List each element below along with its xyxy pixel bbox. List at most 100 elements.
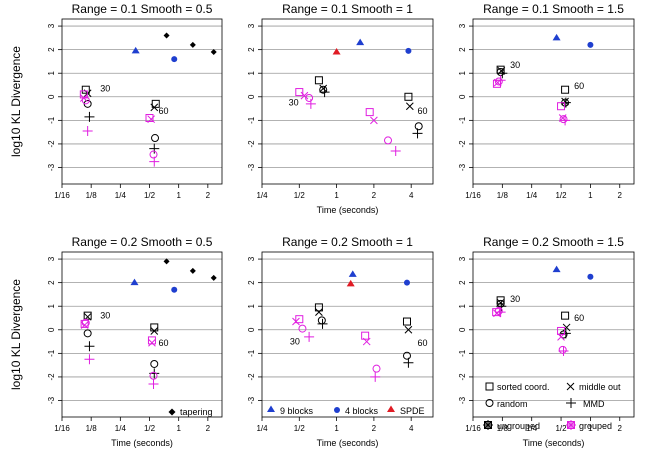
y-tick-label: 2 bbox=[47, 280, 56, 285]
legend-spde: SPDE bbox=[387, 405, 425, 416]
annotation-label: 30 bbox=[100, 84, 110, 94]
point-mmd-ungrouped bbox=[317, 318, 328, 329]
point-mmd-grouped bbox=[495, 307, 506, 318]
point-middle-ungrouped bbox=[315, 308, 323, 316]
point-four bbox=[171, 56, 178, 63]
point-mmd-grouped bbox=[84, 354, 95, 365]
point-spde bbox=[346, 279, 355, 287]
point-nine bbox=[356, 38, 365, 46]
y-tick-label: -1 bbox=[247, 349, 256, 357]
y-tick-label: -3 bbox=[47, 396, 56, 404]
point-sorted-grouped bbox=[557, 102, 566, 111]
point-sorted-grouped bbox=[295, 315, 304, 324]
point-mmd-grouped bbox=[558, 346, 569, 356]
panel-title: Range = 0.2 Smooth = 0.5 bbox=[72, 235, 213, 249]
annotation-label: 30 bbox=[289, 98, 299, 108]
y-tick-label: -3 bbox=[458, 163, 467, 171]
x-tick-label: 2 bbox=[206, 424, 211, 433]
point-random-grouped bbox=[149, 150, 158, 159]
x-tick-label: 1/8 bbox=[497, 424, 509, 433]
point-tapering bbox=[163, 32, 170, 39]
legend-ungrouped: ungrouped bbox=[483, 420, 540, 431]
annotation-label: 60 bbox=[574, 81, 584, 91]
plot-frame bbox=[261, 18, 434, 185]
point-random-grouped bbox=[305, 93, 314, 102]
y-tick-label: -1 bbox=[247, 116, 256, 124]
point-four bbox=[405, 47, 412, 54]
x-tick-label: 1/16 bbox=[465, 191, 481, 200]
point-mmd-ungrouped bbox=[497, 68, 508, 79]
point-sorted-grouped bbox=[147, 336, 156, 345]
point-tapering bbox=[210, 49, 217, 55]
legend-nine-blocks-marker bbox=[267, 405, 275, 412]
panel-title: Range = 0.2 Smooth = 1 bbox=[282, 235, 413, 249]
annotation-label: 30 bbox=[100, 311, 110, 321]
point-middle-grouped bbox=[370, 116, 378, 125]
point-random-grouped bbox=[558, 345, 567, 354]
point-sorted-grouped bbox=[295, 88, 304, 97]
y-tick-label: -3 bbox=[458, 396, 467, 404]
y-tick-label: -2 bbox=[458, 140, 467, 148]
point-four bbox=[587, 41, 594, 48]
legend-sorted: sorted coord. bbox=[485, 382, 550, 392]
point-random-ungrouped bbox=[402, 351, 411, 360]
point-middle-ungrouped bbox=[405, 102, 414, 111]
plot-frame bbox=[61, 251, 223, 418]
point-mmd-ungrouped bbox=[319, 87, 330, 98]
point-random-grouped bbox=[494, 306, 503, 315]
point-mmd-grouped bbox=[148, 379, 159, 389]
point-mmd-grouped bbox=[495, 75, 506, 86]
x-tick-label: 1/2 bbox=[144, 424, 156, 433]
point-random-grouped bbox=[81, 96, 90, 105]
legend-spde-label: SPDE bbox=[400, 406, 425, 416]
y-tick-label: 1 bbox=[47, 70, 56, 75]
point-middle-grouped bbox=[79, 94, 88, 102]
plot-frame bbox=[472, 18, 635, 185]
point-middle-grouped bbox=[300, 91, 309, 100]
legend-four-blocks: 4 blocks bbox=[334, 406, 379, 416]
x-tick-label: 4 bbox=[409, 191, 414, 200]
x-tick-label: 1/4 bbox=[526, 424, 538, 433]
y-tick-label: 2 bbox=[247, 47, 256, 52]
legend-four-blocks-marker bbox=[334, 407, 340, 413]
y-tick-label: -1 bbox=[47, 116, 56, 124]
y-tick-label: 1 bbox=[458, 70, 467, 75]
x-tick-label: 1/16 bbox=[465, 424, 481, 433]
legend-ungrouped-label: ungrouped bbox=[497, 421, 540, 431]
point-mmd-grouped bbox=[560, 115, 571, 126]
x-tick-label: 2 bbox=[206, 191, 211, 200]
annotation-label: 30 bbox=[510, 60, 520, 70]
point-mmd-ungrouped bbox=[84, 341, 95, 352]
point-sorted-ungrouped bbox=[402, 317, 411, 326]
point-random-grouped bbox=[372, 364, 381, 373]
point-sorted-ungrouped bbox=[404, 92, 413, 101]
point-mmd-grouped bbox=[82, 125, 93, 136]
y-tick-label: 1 bbox=[47, 303, 56, 308]
x-axis-label: Time (seconds) bbox=[317, 438, 379, 448]
annotation-label: 30 bbox=[510, 294, 520, 304]
y-tick-label: 0 bbox=[247, 94, 256, 99]
annotation-label: 30 bbox=[290, 337, 300, 347]
x-tick-label: 1/8 bbox=[86, 424, 98, 433]
y-tick-label: -2 bbox=[47, 140, 56, 148]
y-tick-label: 2 bbox=[458, 47, 467, 52]
point-four bbox=[403, 279, 410, 286]
point-random-ungrouped bbox=[150, 359, 159, 368]
legend-random-marker bbox=[485, 399, 494, 407]
legend-grouped-marker bbox=[566, 420, 576, 430]
x-tick-label: 1/4 bbox=[256, 191, 268, 200]
y-tick-label: -2 bbox=[247, 140, 256, 148]
point-sorted-grouped bbox=[365, 108, 374, 117]
plot-frame bbox=[472, 251, 635, 418]
y-tick-label: -2 bbox=[47, 373, 56, 381]
y-tick-label: 3 bbox=[247, 256, 256, 261]
y-tick-label: 3 bbox=[458, 256, 467, 261]
y-tick-label: -1 bbox=[458, 116, 467, 124]
legend-middle-out-marker bbox=[566, 382, 575, 391]
annotation-label: 60 bbox=[418, 106, 428, 116]
y-tick-label: -2 bbox=[458, 373, 467, 381]
x-tick-label: 1/4 bbox=[115, 191, 127, 200]
point-middle-grouped bbox=[147, 115, 156, 124]
